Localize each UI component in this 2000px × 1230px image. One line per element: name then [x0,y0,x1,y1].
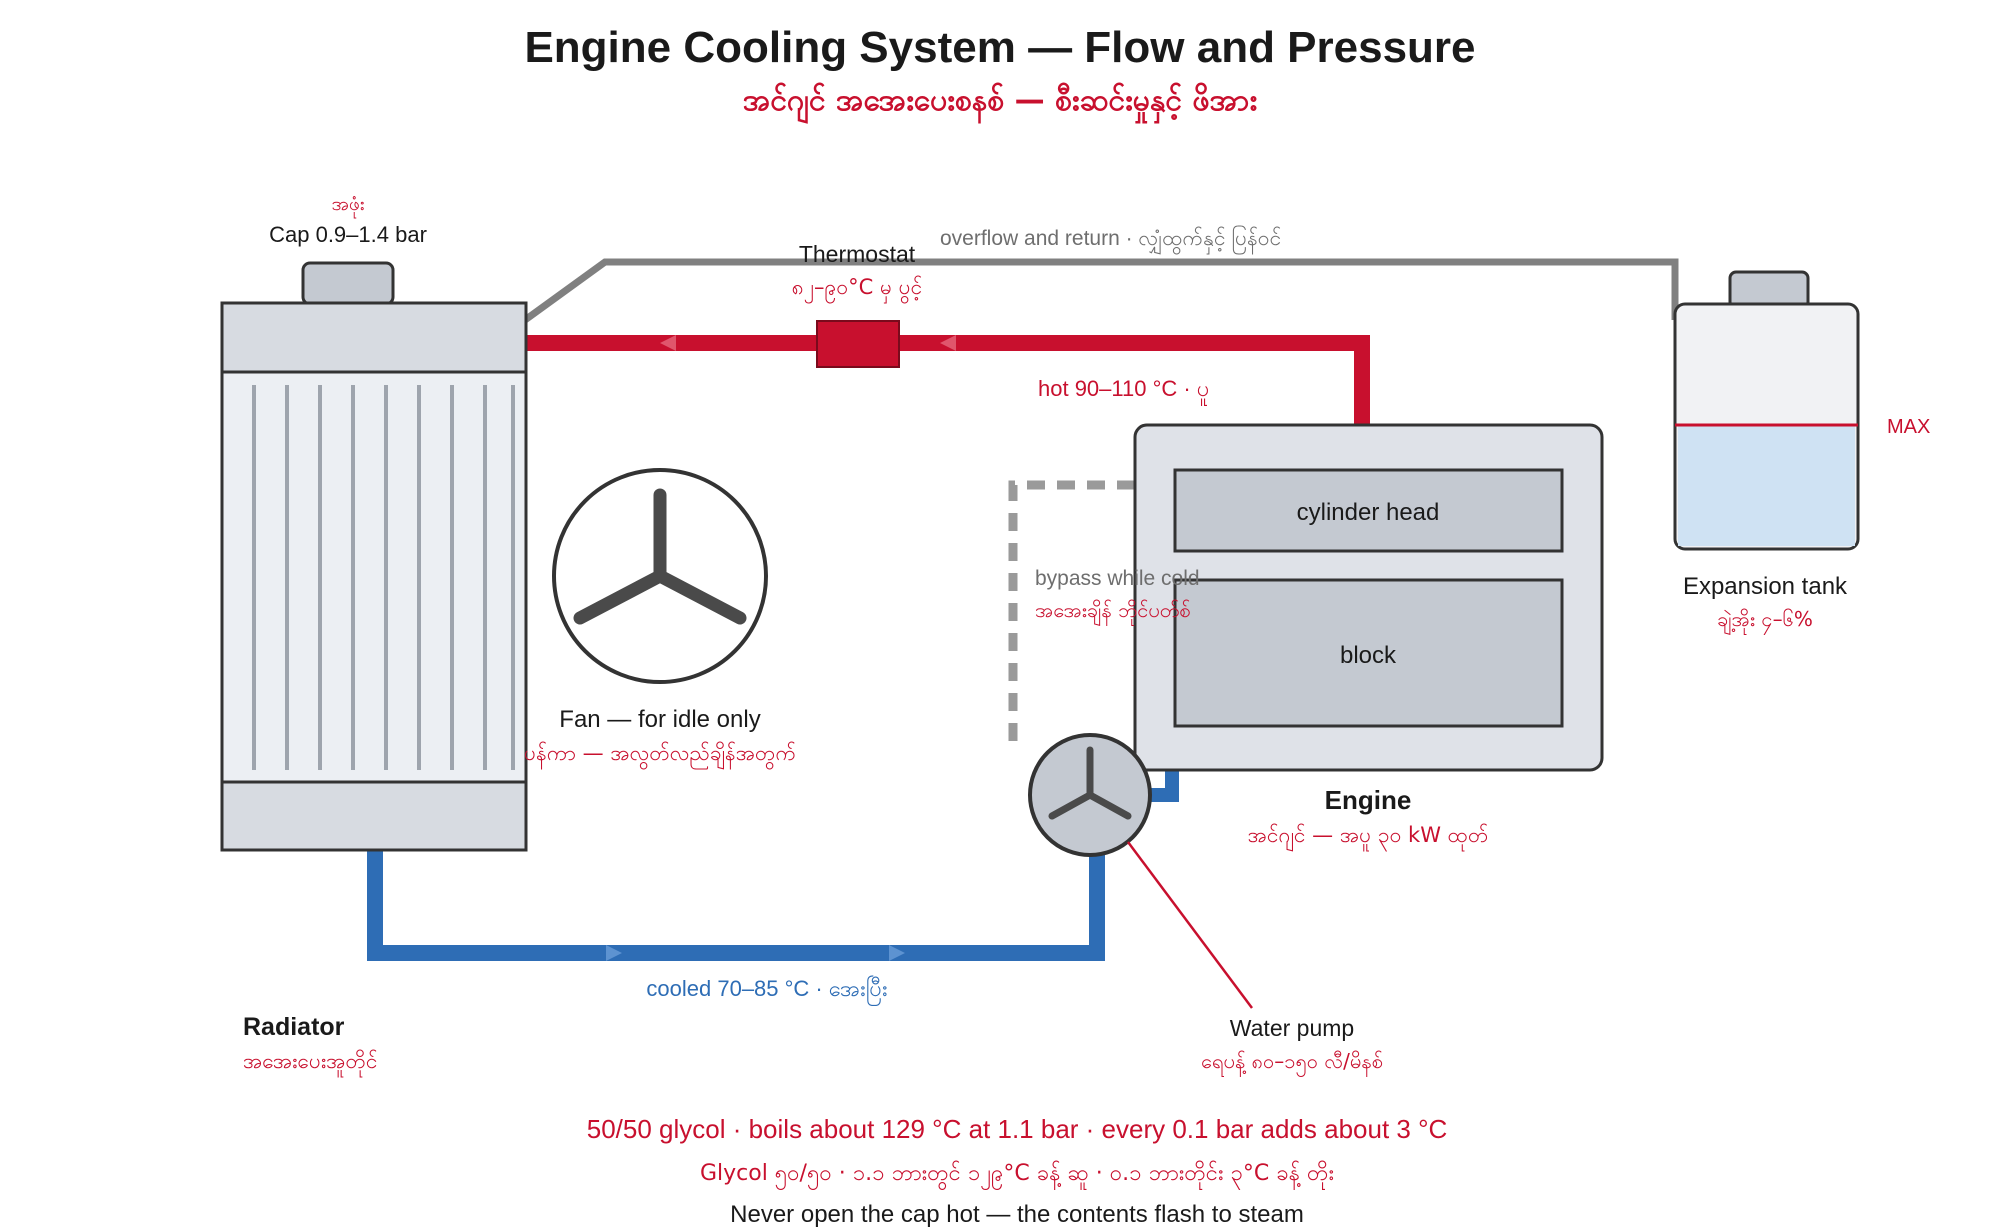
cap-label: Cap 0.9–1.4 bar [269,222,427,247]
radiator-label-my: အအေးပေးအူတိုင် [243,1048,378,1078]
radiator-core [220,301,528,852]
water-pump-label: Water pump [1230,1015,1354,1041]
fan-label-my: ပန်ကာ — အလွတ်လည်ချိန်အတွက် [524,740,796,771]
cap-label-my: အဖုံး [331,193,364,219]
engine-label: Engine [1325,785,1412,815]
expansion-tank-max-label: MAX [1887,416,1930,438]
water-pump-impeller [1048,746,1132,820]
hot-flow-arrow [940,335,956,351]
hot-flow-arrow [660,335,676,351]
bypass-line [1008,480,1135,745]
engine-label-my: အင်ဂျင် — အပူ ၃၀ kW ထုတ် [1248,822,1489,852]
cylinder-head-label: cylinder head [1297,499,1440,526]
cool-flow-arrow [889,945,905,961]
diagram-title: Engine Cooling System — Flow and Pressur… [524,23,1475,72]
expansion-tank-label: Expansion tank [1683,573,1848,600]
radiator-label: Radiator [243,1013,345,1041]
bypass-label: bypass while cold [1035,567,1200,590]
thermostat-spec: ၈၂–၉၀°C မှ ပွင့် [792,274,923,305]
cool-flow-arrow [606,945,622,961]
cooled-line-label: cooled 70–85 °C · အေးပြီး [646,975,887,1006]
engine-block-label: block [1340,642,1397,669]
radiator-top-tank [220,301,528,374]
hot-line [526,335,1370,425]
cooled-line [367,850,1105,961]
water-pump-label-my: ရေပန့် ၈၀–၁၅၀ လီ/မိနစ် [1201,1049,1383,1077]
thermostat-valve [816,320,900,368]
overflow-line [522,258,1679,323]
bypass-label-my: အအေးချိန် ဘိုင်ပတ်စ် [1035,598,1190,626]
fan-blades [573,488,747,625]
footer-line-3: Never open the cap hot — the contents fl… [730,1201,1304,1228]
overflow-label: overflow and return · လျှံထွက်နှင့် ပြန်… [940,224,1281,256]
diagram-subtitle: အင်ဂျင် အအေးပေးစနစ် — စီးဆင်းမှုနှင့် ဖိ… [743,82,1257,125]
expansion-tank-label-my: ချဲ့အိုး ၄–၆% [1717,607,1813,635]
radiator-fins [252,385,515,770]
footer-line-1: 50/50 glycol · boils about 129 °C at 1.1… [587,1114,1448,1144]
footer-line-2: Glycol ၅၀/၅၀ · ၁.၁ ဘားတွင် ၁၂၉°C ခန့် ဆူ… [700,1160,1334,1191]
radiator-cap [301,261,395,306]
radiator-bottom-tank [220,780,528,852]
fan-label: Fan — for idle only [559,706,760,733]
thermostat-label: Thermostat [799,241,916,267]
engine-block [1173,578,1564,728]
hot-line-label: hot 90–110 °C · ပူ [1038,376,1209,406]
cylinder-head [1173,468,1564,553]
expansion-tank-coolant [1678,425,1855,546]
water-pump-leader [1126,841,1254,1009]
